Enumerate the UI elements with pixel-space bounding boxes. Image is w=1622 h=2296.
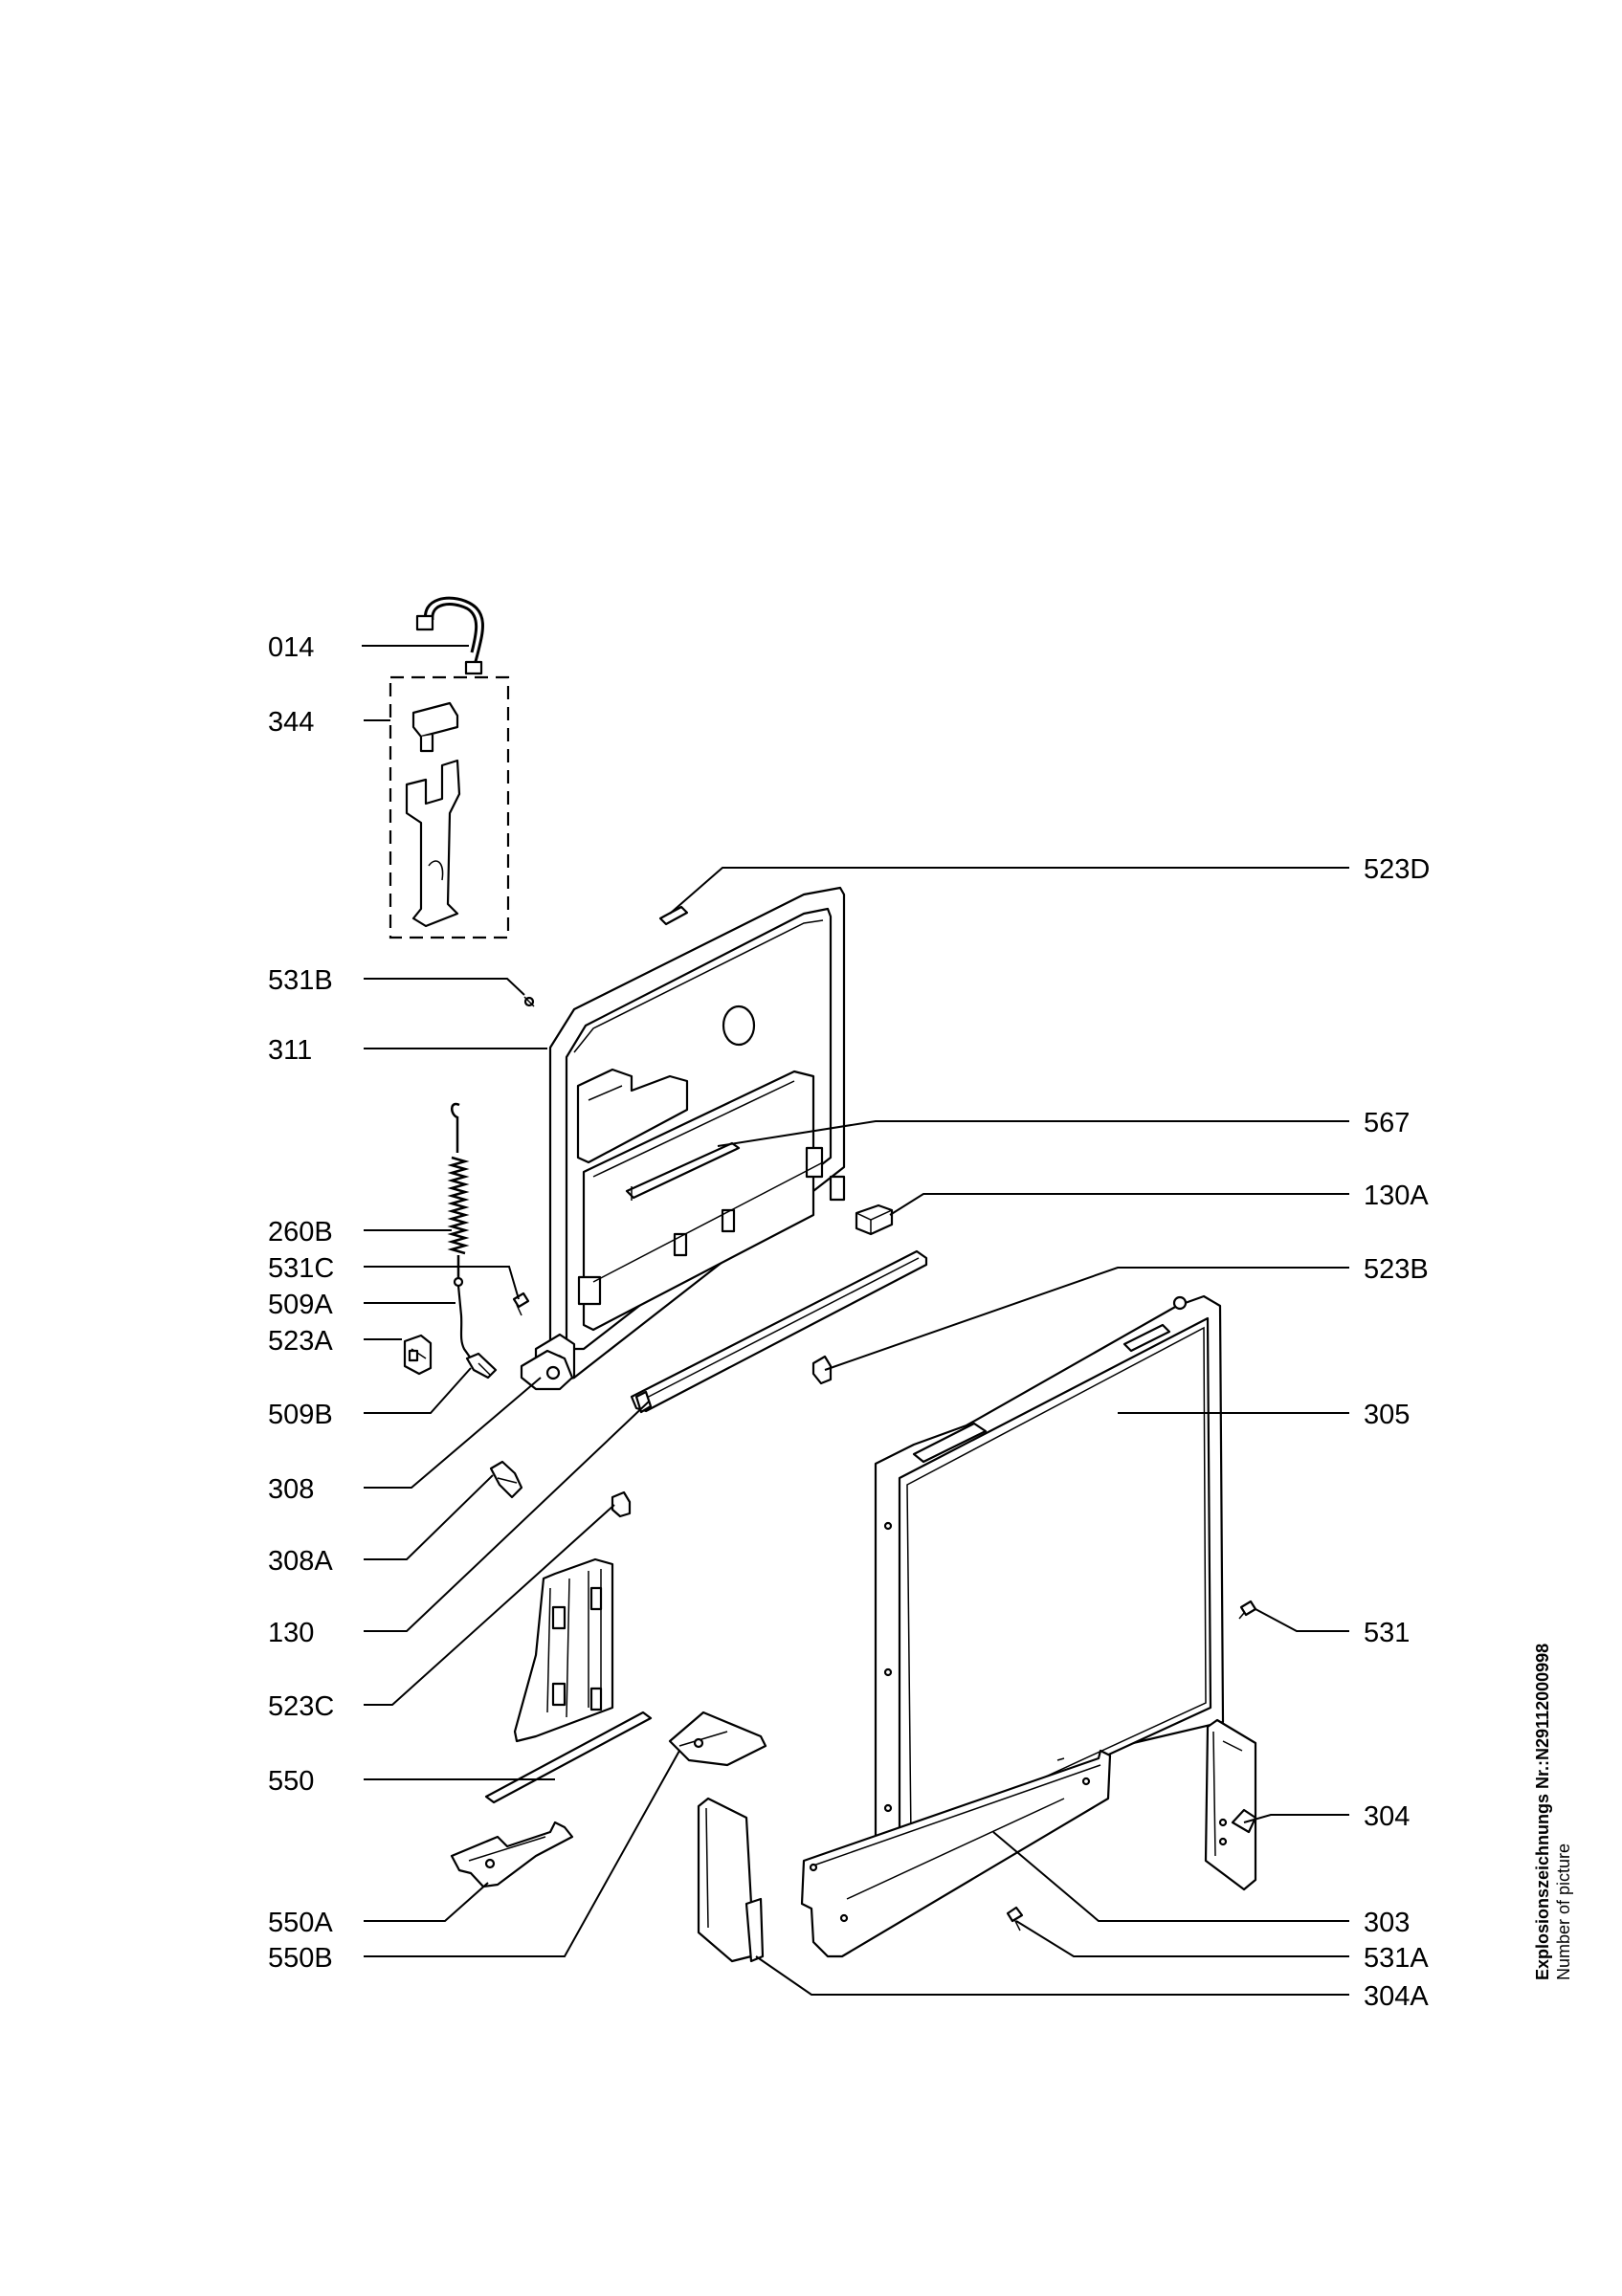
label-305: 305 xyxy=(1364,1400,1410,1430)
part-531A-screw xyxy=(1006,1906,1024,1932)
label-303: 303 xyxy=(1364,1908,1410,1938)
part-260B-spring xyxy=(447,1102,470,1277)
part-531C-screw xyxy=(512,1292,530,1316)
label-308: 308 xyxy=(268,1474,314,1505)
label-531B: 531B xyxy=(268,965,333,996)
part-509A-cord xyxy=(453,1276,472,1359)
part-014-cable-harness xyxy=(415,596,484,675)
label-304A: 304A xyxy=(1364,1981,1429,2012)
label-308A: 308A xyxy=(268,1546,333,1577)
part-130A-block xyxy=(855,1203,894,1236)
label-509B: 509B xyxy=(268,1400,333,1430)
label-531: 531 xyxy=(1364,1618,1410,1648)
label-130A: 130A xyxy=(1364,1181,1429,1211)
part-550B-bracket xyxy=(668,1711,767,1767)
part-311-inner-door xyxy=(534,886,846,1384)
label-531C: 531C xyxy=(268,1253,334,1284)
part-303-kickplate xyxy=(800,1749,1112,1958)
part-531-screw xyxy=(1238,1600,1257,1620)
label-260B: 260B xyxy=(268,1217,333,1247)
part-304A-side-panel xyxy=(697,1797,765,1963)
label-523A: 523A xyxy=(268,1326,333,1357)
drawing-number: Explosionszeichnungs Nr.:N29112000998 xyxy=(1533,1644,1552,1980)
part-509B xyxy=(465,1352,498,1380)
part-344-assembly xyxy=(389,675,510,939)
label-304: 304 xyxy=(1364,1801,1410,1832)
left-labels: 014 344 531B 311 260B 531C 509A 523A 509… xyxy=(268,632,334,1974)
label-531A: 531A xyxy=(1364,1943,1429,1974)
label-523C: 523C xyxy=(268,1691,334,1722)
part-130-rail xyxy=(630,1249,928,1414)
part-523A xyxy=(403,1334,433,1376)
part-304-side-panel xyxy=(1204,1718,1257,1891)
label-567: 567 xyxy=(1364,1108,1410,1138)
part-531B-screw xyxy=(523,996,535,1007)
part-523C xyxy=(611,1490,632,1518)
label-130: 130 xyxy=(268,1618,314,1648)
label-550A: 550A xyxy=(268,1908,333,1938)
label-344: 344 xyxy=(268,707,314,738)
part-550-stand xyxy=(484,1557,653,1804)
picture-number-caption: Number of picture xyxy=(1554,1843,1573,1980)
label-523D: 523D xyxy=(1364,854,1430,885)
right-labels: 523D 567 130A 523B 305 531 304 303 531A … xyxy=(1364,854,1430,2012)
leader-lines xyxy=(362,645,1349,1996)
part-523B xyxy=(811,1355,833,1385)
side-note: Explosionszeichnungs Nr.:N29112000998 Nu… xyxy=(1533,1644,1573,1980)
label-509A: 509A xyxy=(268,1290,333,1320)
part-305-outer-door xyxy=(874,1294,1225,1853)
label-550B: 550B xyxy=(268,1943,333,1974)
label-550: 550 xyxy=(268,1766,314,1797)
label-523B: 523B xyxy=(1364,1254,1429,1285)
part-308-hinge xyxy=(520,1349,574,1391)
part-308A-bracket xyxy=(489,1460,523,1499)
label-014: 014 xyxy=(268,632,314,663)
label-311: 311 xyxy=(268,1035,312,1066)
part-550A-bracket xyxy=(450,1821,574,1888)
